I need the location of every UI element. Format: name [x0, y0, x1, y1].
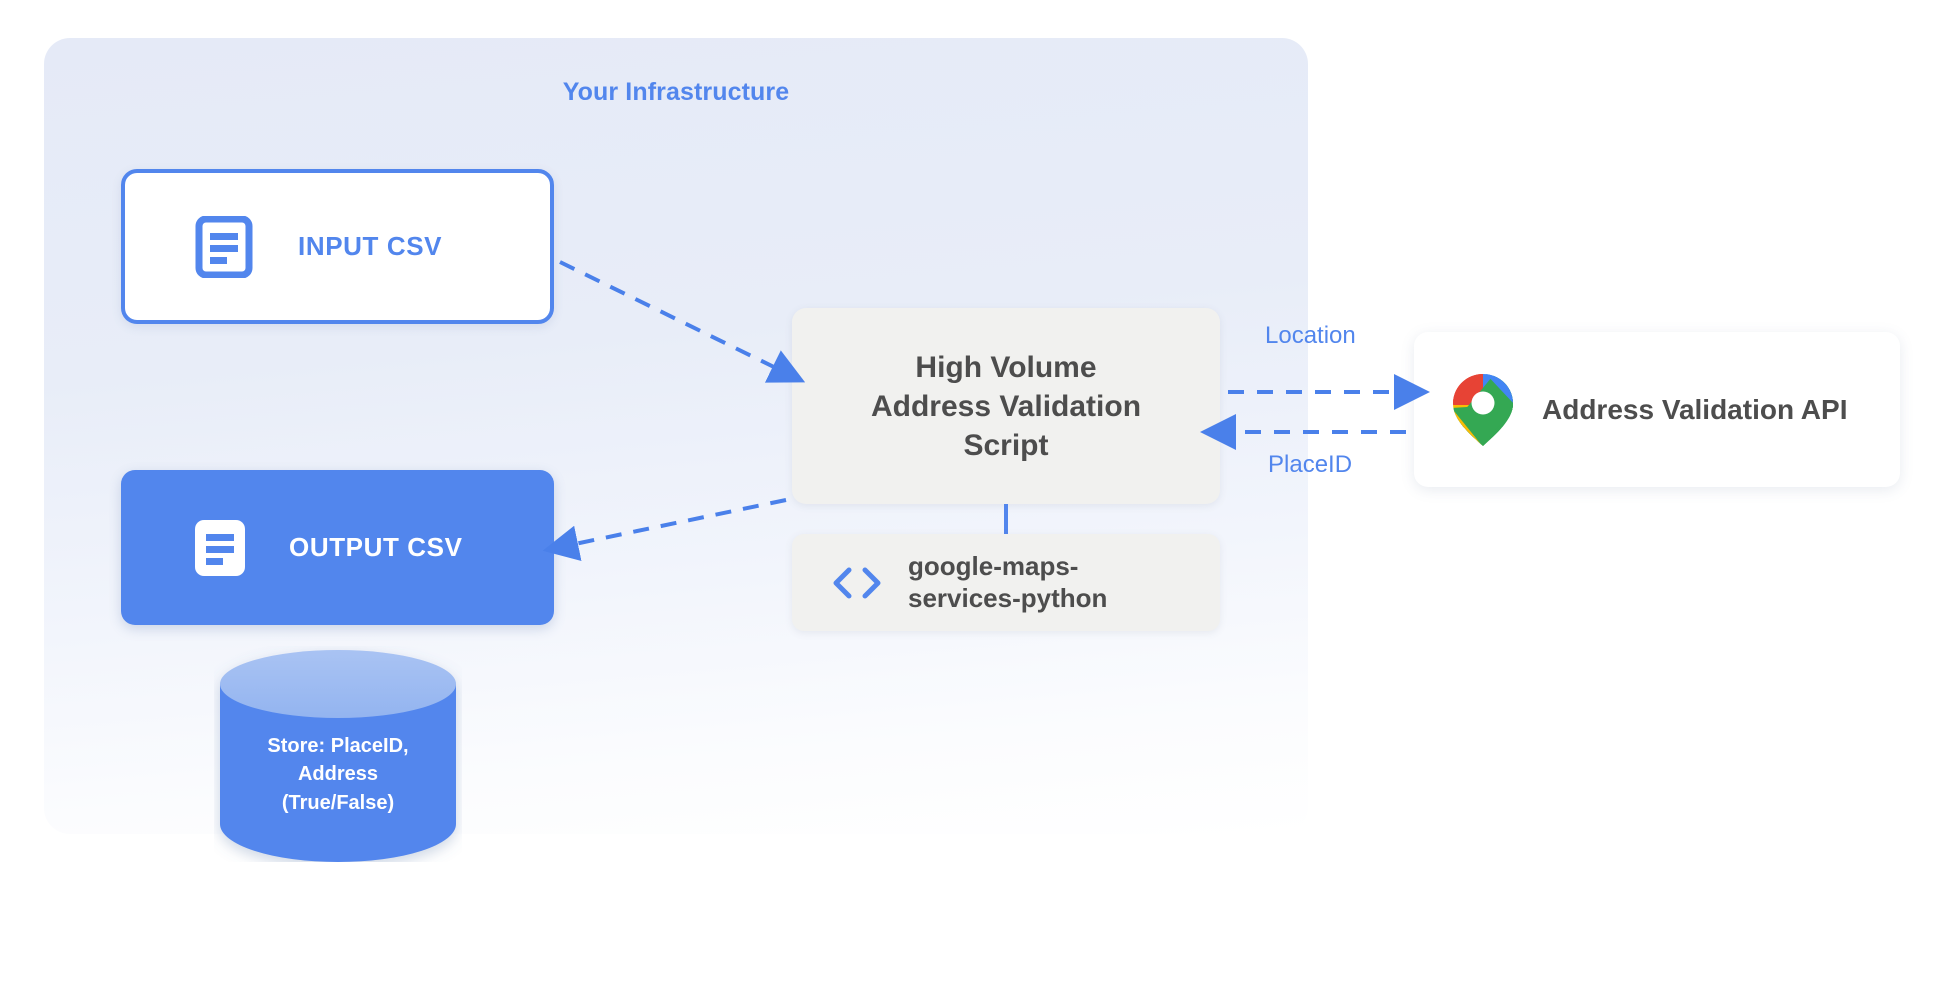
output-csv-node[interactable]: OUTPUT CSV [121, 470, 554, 625]
edge-label-location: Location [1265, 322, 1356, 349]
output-csv-label: OUTPUT CSV [289, 532, 463, 562]
library-label: google-maps- services-python [908, 551, 1107, 613]
panel-title: Your Infrastructure [562, 78, 790, 106]
database-node[interactable]: Store: PlaceID, Address (True/False) [214, 646, 462, 862]
document-icon [189, 517, 251, 579]
script-label: High Volume Address Validation Script [855, 348, 1157, 465]
code-brackets-icon [830, 563, 884, 603]
script-line-3: Script [963, 428, 1049, 462]
input-csv-node[interactable]: INPUT CSV [121, 169, 554, 324]
edge-label-placeid: PlaceID [1268, 451, 1353, 478]
library-line-1: google-maps- [908, 551, 1079, 582]
document-icon [193, 215, 255, 278]
library-line-2: services-python [908, 582, 1108, 613]
script-line-1: High Volume [915, 350, 1097, 384]
address-validation-api-node[interactable]: Address Validation API [1414, 332, 1900, 487]
script-library-connector [1004, 504, 1008, 534]
library-node[interactable]: google-maps- services-python [792, 534, 1220, 631]
script-line-2: Address Validation [870, 389, 1142, 423]
google-maps-pin-icon [1450, 372, 1516, 448]
script-node[interactable]: High Volume Address Validation Script [792, 308, 1220, 504]
input-csv-label: INPUT CSV [298, 231, 443, 261]
api-label: Address Validation API [1542, 393, 1848, 425]
database-cylinder-icon [220, 650, 456, 862]
